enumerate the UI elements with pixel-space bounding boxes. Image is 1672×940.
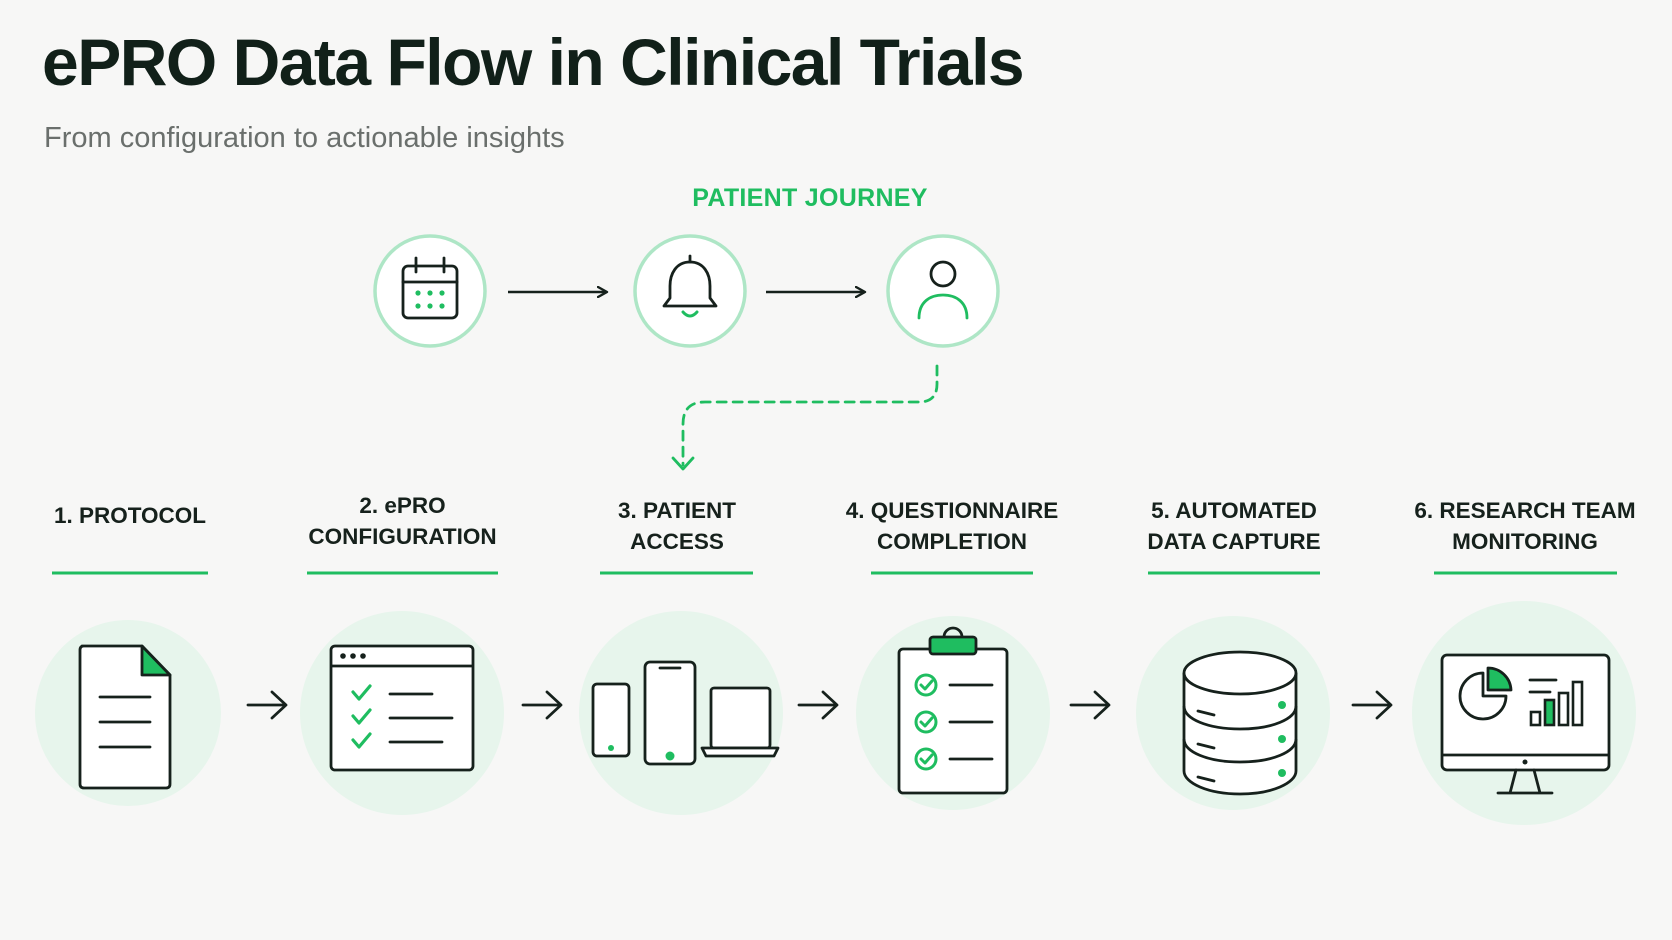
- document-icon: [78, 644, 172, 790]
- page-title: ePRO Data Flow in Clinical Trials: [42, 25, 1025, 99]
- browser-checklist-icon: [329, 644, 475, 772]
- step-label-patient-access: 3. PATIENT ACCESS: [618, 498, 736, 554]
- bell-icon: [662, 254, 718, 308]
- page-subtitle: From configuration to actionable insight…: [44, 122, 565, 154]
- step-label-protocol: 1. PROTOCOL: [53, 503, 207, 528]
- monitor-chart-icon: [1440, 653, 1611, 795]
- patient-journey-title: PATIENT JOURNEY: [692, 184, 928, 212]
- step-label-epro-configuration: 2. ePRO CONFIGURATION: [308, 493, 497, 549]
- journey-step-calendar: [373, 234, 487, 348]
- journey-to-access-connector: [671, 364, 939, 471]
- clipboard-icon: [897, 626, 1009, 795]
- step-arrows: [246, 690, 1393, 720]
- journey-step-bell: [633, 234, 747, 348]
- calendar-icon: [401, 256, 459, 320]
- journey-step-user: [886, 234, 1000, 348]
- database-icon: [1182, 650, 1298, 796]
- step-label-automated-data-capture: 5. AUTOMATED DATA CAPTURE: [1147, 498, 1321, 554]
- user-icon: [917, 260, 969, 320]
- devices-icon: [591, 660, 780, 766]
- step-label-questionnaire-completion: 4. QUESTIONNAIRE COMPLETION: [845, 498, 1059, 554]
- step-backgrounds: [35, 601, 1636, 825]
- step-label-research-team-monitoring: 6. RESEARCH TEAM MONITORING: [1414, 498, 1636, 554]
